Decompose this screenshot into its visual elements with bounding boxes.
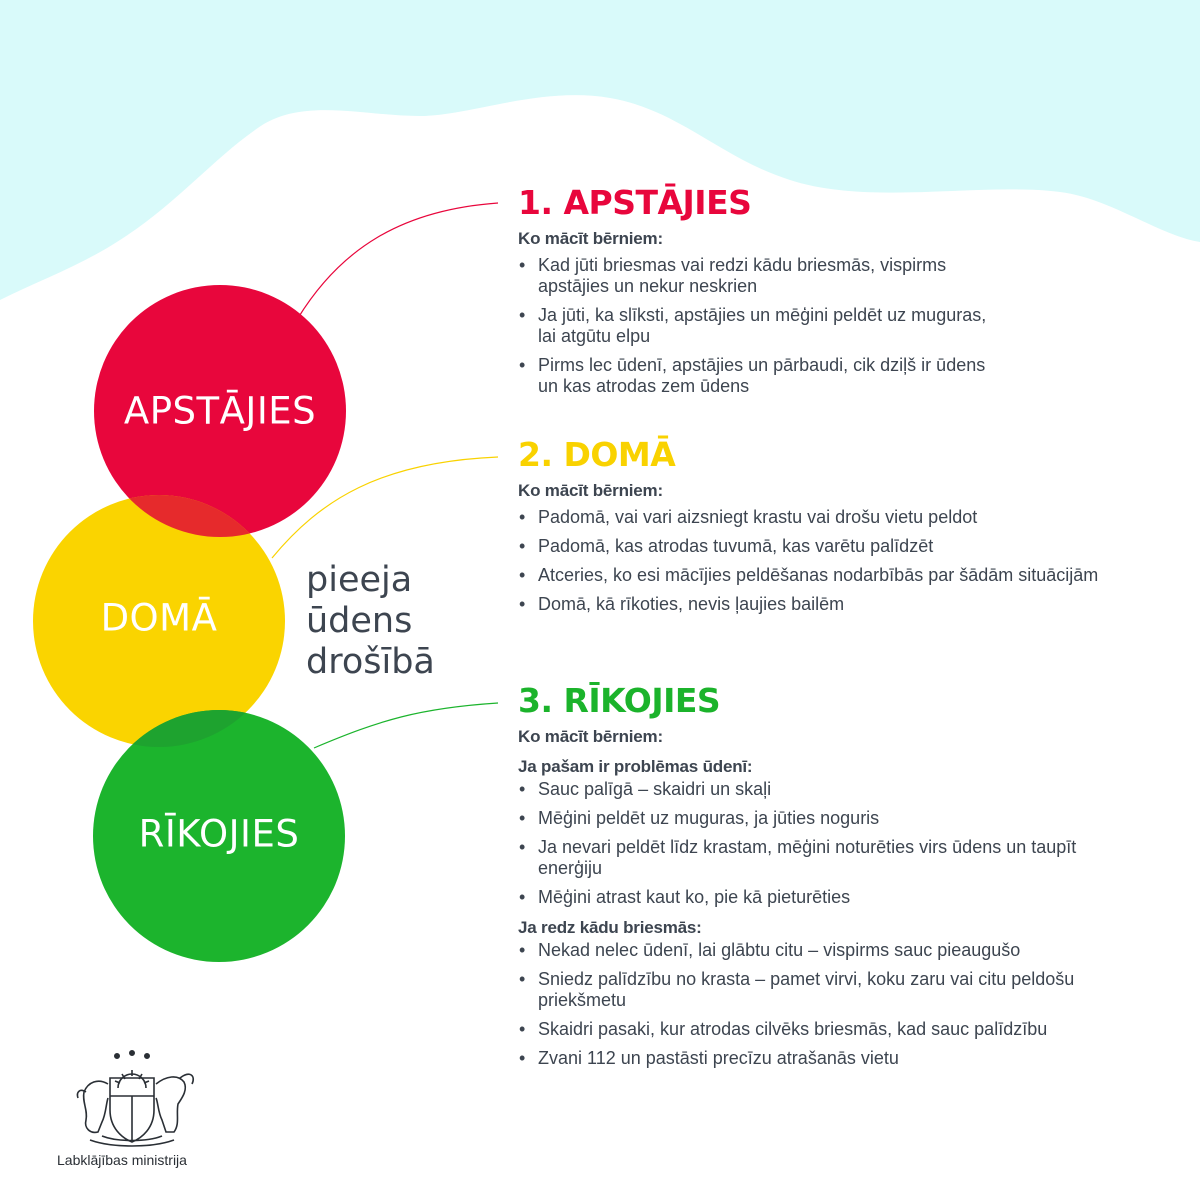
connector-line-red [297, 202, 499, 319]
circle-yellow [33, 495, 285, 747]
sky-wave [0, 0, 1200, 300]
tagline-line: pieeja [306, 560, 413, 600]
list-item: Pirms lec ūdenī, apstājies un pārbaudi, … [518, 355, 1008, 397]
tip-list: Sauc palīgā – skaidri un skaļi Mēģini pe… [518, 779, 1188, 908]
logo-text: Labklājības ministrija [57, 1152, 187, 1168]
section-subtitle: Ko mācīt bērniem: [518, 229, 663, 248]
section-title: 3. RĪKOJIES [518, 681, 721, 720]
section-title: 2. DOMĀ [518, 435, 676, 474]
list-item: Atceries, ko esi mācījies peldēšanas nod… [518, 565, 1188, 586]
list-item: Padomā, vai vari aizsniegt krastu vai dr… [518, 507, 1188, 528]
circle-green [93, 710, 345, 962]
section-subtitle: Ko mācīt bērniem: [518, 727, 663, 746]
tagline: pieeja ūdens drošībā [306, 560, 435, 683]
list-item: Padomā, kas atrodas tuvumā, kas varētu p… [518, 536, 1188, 557]
tip-list: Nekad nelec ūdenī, lai glābtu citu – vis… [518, 940, 1188, 1069]
circle-red [94, 285, 346, 537]
section-rikojies: 3. RĪKOJIES Ko mācīt bērniem: Ja pašam i… [518, 681, 1188, 1077]
section-subtitle: Ko mācīt bērniem: [518, 481, 663, 500]
list-item: Ja jūti, ka slīksti, apstājies un mēģini… [518, 305, 998, 347]
list-item: Zvani 112 un pastāsti precīzu atrašanās … [518, 1048, 1188, 1069]
section-title: 1. APSTĀJIES [518, 183, 752, 222]
list-item: Skaidri pasaki, kur atrodas cilvēks brie… [518, 1019, 1188, 1040]
list-item: Sniedz palīdzību no krasta – pamet virvi… [518, 969, 1118, 1011]
list-item: Ja nevari peldēt līdz krastam, mēģini no… [518, 837, 1128, 879]
list-item: Mēģini atrast kaut ko, pie kā pieturētie… [518, 887, 1188, 908]
connector-line-green [313, 702, 499, 749]
tip-list: Kad jūti briesmas vai redzi kādu briesmā… [518, 255, 1188, 397]
list-item: Mēģini peldēt uz muguras, ja jūties nogu… [518, 808, 1188, 829]
latvia-coat-of-arms-icon [76, 1049, 195, 1147]
tagline-line: drošībā [306, 642, 435, 682]
circle-label-apstajies: APSTĀJIES [123, 389, 317, 433]
list-item: Sauc palīgā – skaidri un skaļi [518, 779, 1188, 800]
circle-label-doma: DOMĀ [100, 596, 218, 640]
list-item: Domā, kā rīkoties, nevis ļaujies bailēm [518, 594, 1188, 615]
circle-label-rikojies: RĪKOJIES [138, 812, 300, 856]
list-item: Kad jūti briesmas vai redzi kādu briesmā… [518, 255, 1008, 297]
tagline-line: ūdens [306, 601, 413, 641]
section-apstajies: 1. APSTĀJIES Ko mācīt bērniem: Kad jūti … [518, 183, 1188, 405]
connector-line-yellow [271, 456, 499, 559]
tip-list: Padomā, vai vari aizsniegt krastu vai dr… [518, 507, 1188, 615]
group-title: Ja pašam ir problēmas ūdenī: [518, 757, 753, 776]
section-doma: 2. DOMĀ Ko mācīt bērniem: Padomā, vai va… [518, 435, 1188, 623]
group-title: Ja redz kādu briesmās: [518, 918, 702, 937]
list-item: Nekad nelec ūdenī, lai glābtu citu – vis… [518, 940, 1188, 961]
